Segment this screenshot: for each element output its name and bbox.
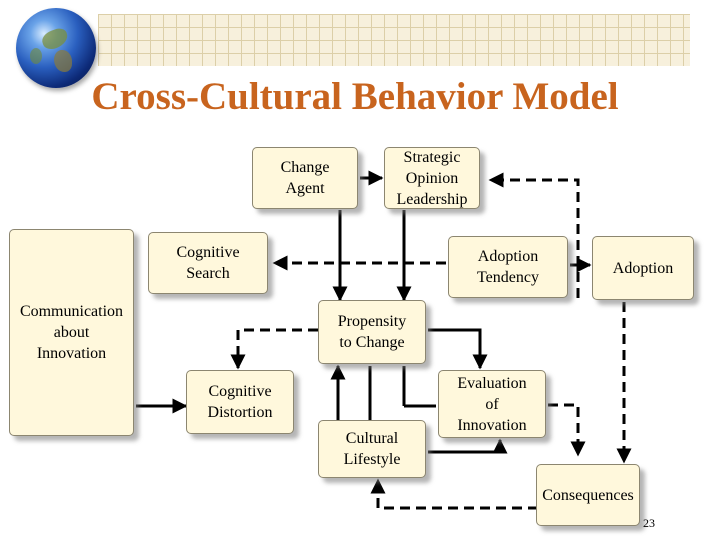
node-propensity-to-change: Propensity to Change (318, 300, 426, 364)
node-strategic-opinion-leadership: Strategic Opinion Leadership (384, 147, 480, 209)
dashed-propensity-to-distortion (230, 328, 318, 370)
slide-title: Cross-Cultural Behavior Model (91, 75, 619, 118)
header-grid-banner (98, 14, 690, 66)
globe-icon (16, 8, 96, 88)
node-evaluation-of-innovation: Evaluation of Innovation (438, 370, 546, 438)
node-consequences: Consequences (536, 464, 640, 526)
node-communication-about-innovation: Communication about Innovation (9, 229, 134, 436)
node-adoption-tendency: Adoption Tendency (448, 236, 568, 298)
dashed-evaluation-to-consequences (548, 403, 586, 457)
node-change-agent: Change Agent (252, 147, 358, 209)
node-cognitive-distortion: Cognitive Distortion (186, 370, 294, 434)
node-cultural-lifestyle: Cultural Lifestyle (318, 420, 426, 478)
dashed-adoption-to-leadership (488, 172, 580, 298)
page-number: 23 (643, 516, 655, 530)
arrow-propensity-to-evaluation (428, 328, 488, 370)
node-cognitive-search: Cognitive Search (148, 232, 268, 294)
arrow-lifestyle-to-evaluation (428, 438, 508, 454)
dashed-consequences-to-lifestyle (370, 478, 538, 510)
node-adoption: Adoption (592, 236, 694, 300)
